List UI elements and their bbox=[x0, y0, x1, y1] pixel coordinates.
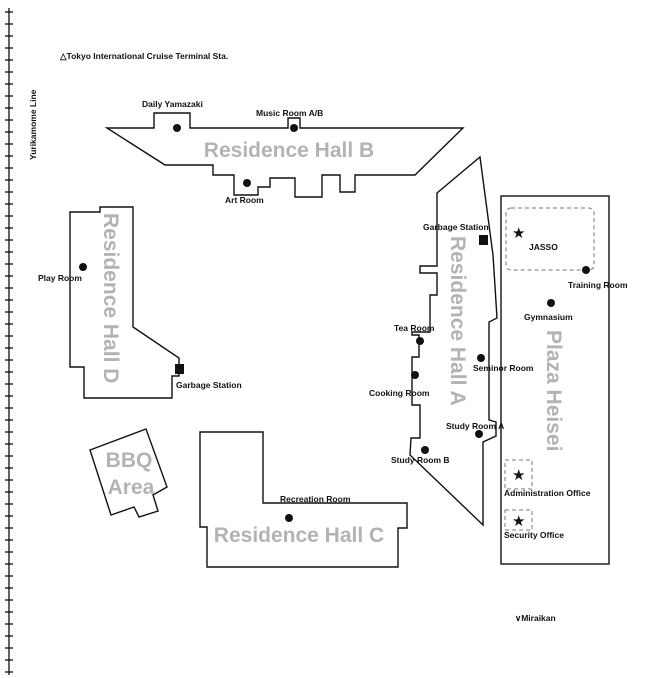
plaza-heisei-outline bbox=[500, 195, 610, 565]
security-office-zone bbox=[504, 509, 533, 531]
residence-hall-d: Residence Hall D bbox=[69, 206, 180, 399]
seminar-room-dot-icon bbox=[477, 354, 485, 362]
residence-hall-d-outline bbox=[69, 206, 180, 399]
jasso-label: JASSO bbox=[529, 242, 558, 252]
cooking-room-dot-icon bbox=[411, 371, 419, 379]
residence-hall-b: Residence Hall B bbox=[104, 112, 465, 198]
residence-hall-b-outline bbox=[104, 112, 465, 198]
study-room-a-label: Study Room A bbox=[446, 421, 504, 431]
garbage-station-d-label: Garbage Station bbox=[176, 380, 242, 390]
seminar-room-label: Seminor Room bbox=[473, 363, 534, 373]
bbq-area-outline bbox=[89, 428, 168, 518]
study-room-b-dot-icon bbox=[421, 446, 429, 454]
security-office-star-icon: ★ bbox=[512, 512, 525, 530]
residence-hall-c: Residence Hall C bbox=[199, 431, 408, 568]
admin-office-label: Administration Office bbox=[504, 488, 591, 498]
south-station-label: ∨Miraikan bbox=[515, 613, 556, 623]
recreation-room-label: Recreation Room bbox=[280, 494, 351, 504]
study-room-a-dot-icon bbox=[475, 430, 483, 438]
play-room-dot-icon bbox=[79, 263, 87, 271]
cooking-room-label: Cooking Room bbox=[369, 388, 430, 398]
garbage-station-a-square-icon bbox=[479, 235, 488, 245]
rail-line-label: Yurikamome Line bbox=[28, 89, 38, 160]
security-office-label: Security Office bbox=[504, 530, 564, 540]
gymnasium-dot-icon bbox=[547, 299, 555, 307]
music-room-dot-icon bbox=[290, 124, 298, 132]
play-room-label: Play Room bbox=[38, 273, 82, 283]
daily-yamazaki-label: Daily Yamazaki bbox=[142, 99, 203, 109]
residence-hall-b-label: Residence Hall B bbox=[204, 139, 374, 162]
residence-hall-a-label: Residence Hall A bbox=[446, 236, 469, 406]
jasso-star-icon: ★ bbox=[512, 224, 525, 242]
residence-hall-c-outline bbox=[199, 431, 408, 568]
bbq-area-label-line2: Area bbox=[108, 476, 155, 499]
bbq-area-label-line1: BBQ bbox=[106, 449, 153, 472]
plaza-heisei-label: Plaza Heisei bbox=[542, 330, 565, 451]
training-room-dot-icon bbox=[582, 266, 590, 274]
training-room-label: Training Room bbox=[568, 280, 628, 290]
bbq-area: BBQ Area bbox=[89, 428, 168, 518]
residence-hall-d-label: Residence Hall D bbox=[99, 213, 122, 383]
plaza-heisei: Plaza Heisei bbox=[500, 195, 610, 565]
garbage-station-a-label: Garbage Station bbox=[423, 222, 489, 232]
gymnasium-label: Gymnasium bbox=[524, 312, 573, 322]
study-room-b-label: Study Room B bbox=[391, 455, 450, 465]
residence-hall-c-label: Residence Hall C bbox=[214, 524, 384, 547]
art-room-dot-icon bbox=[243, 179, 251, 187]
music-room-label: Music Room A/B bbox=[256, 108, 323, 118]
tea-room-label: Tea Room bbox=[394, 323, 435, 333]
garbage-station-d-square-icon bbox=[175, 364, 184, 374]
admin-office-star-icon: ★ bbox=[512, 466, 525, 484]
tea-room-dot-icon bbox=[416, 337, 424, 345]
recreation-room-dot-icon bbox=[285, 514, 293, 522]
daily-yamazaki-dot-icon bbox=[173, 124, 181, 132]
art-room-label: Art Room bbox=[225, 195, 264, 205]
yurikamome-rail bbox=[5, 8, 13, 675]
north-station-label: △Tokyo International Cruise Terminal Sta… bbox=[59, 51, 228, 61]
rail-ties bbox=[5, 11, 13, 673]
jasso-zone bbox=[505, 207, 595, 271]
